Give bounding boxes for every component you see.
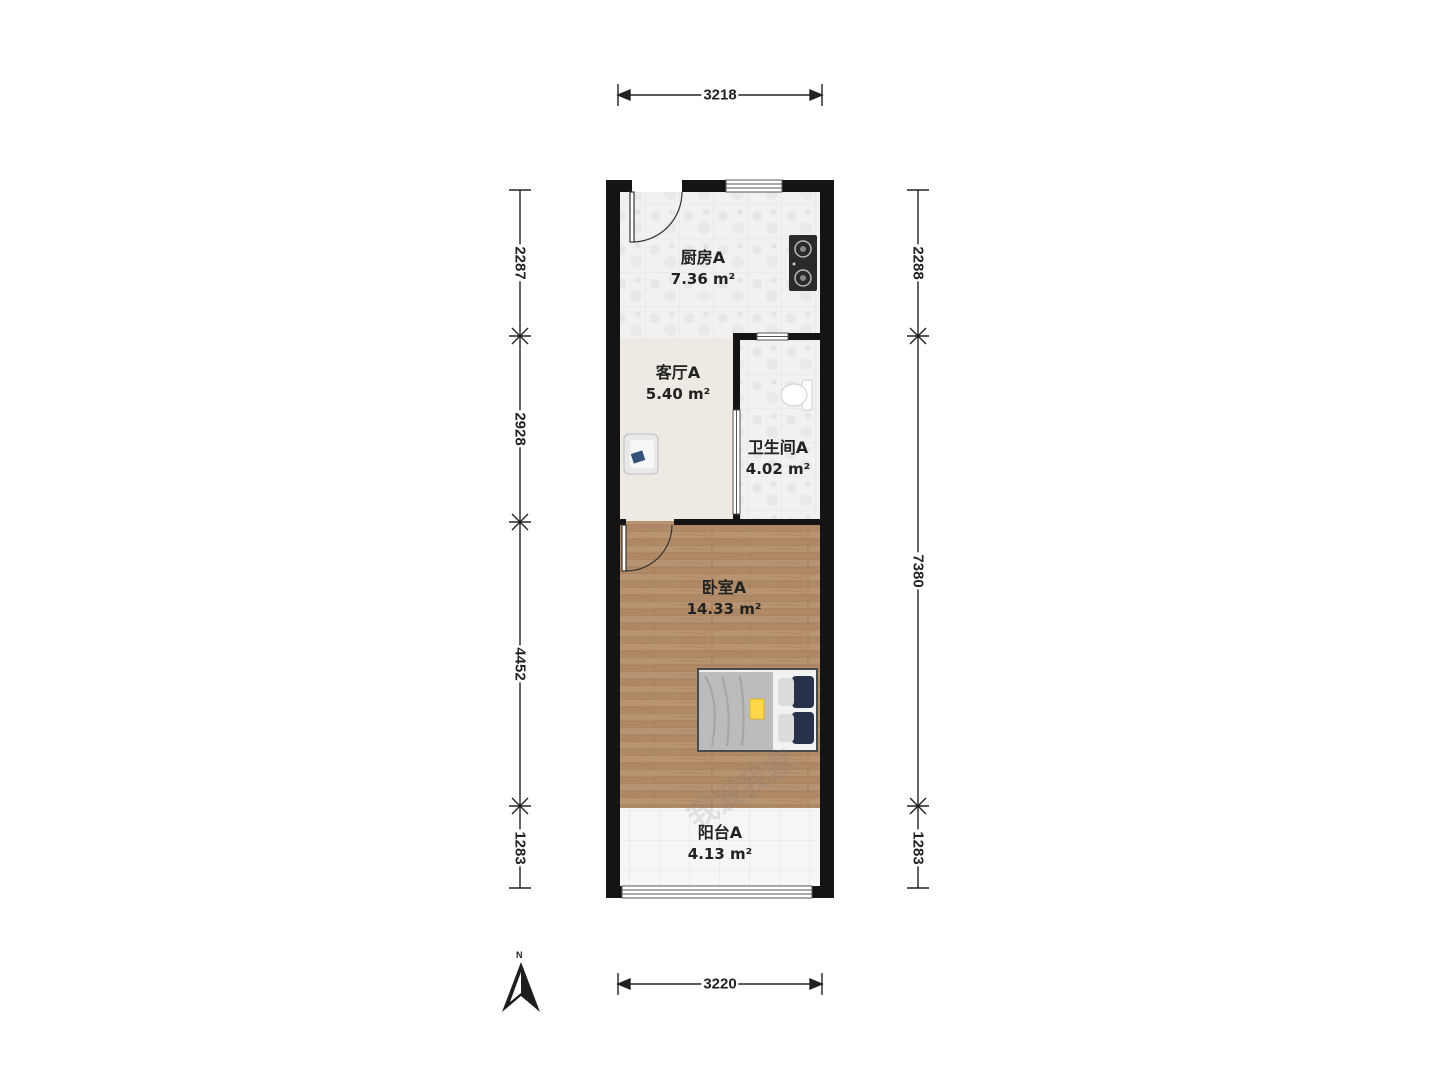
room-area: 4.02 m² — [745, 459, 811, 478]
kitchen-door — [629, 191, 683, 243]
room-area: 4.13 m² — [687, 844, 753, 863]
room-label-bathroom: 卫生间A 4.02 m² — [746, 437, 810, 479]
room-area: 14.33 m² — [686, 599, 762, 618]
room-name: 厨房A — [680, 248, 726, 267]
dimension-left-living: 2928 — [511, 410, 529, 448]
room-label-kitchen: 厨房A 7.36 m² — [671, 247, 735, 289]
compass-north-label: N — [516, 950, 523, 960]
room-name: 卫生间A — [747, 438, 809, 457]
living-floor — [620, 338, 734, 521]
room-area: 5.40 m² — [645, 384, 711, 403]
bathroom-sliding-door — [732, 409, 741, 515]
outer-walls — [606, 180, 834, 898]
room-name: 卧室A — [701, 578, 747, 597]
dimension-right-balcony: 1283 — [909, 829, 927, 867]
stove-icon — [789, 235, 817, 291]
compass-icon — [502, 962, 540, 1012]
dimension-bottom: 3220 — [701, 975, 739, 993]
room-area: 7.36 m² — [670, 269, 736, 288]
dimension-right-kitchen: 2288 — [909, 244, 927, 282]
dimension-left-balcony: 1283 — [511, 829, 529, 867]
room-name: 客厅A — [655, 363, 701, 382]
dimension-left-kitchen: 2287 — [511, 244, 529, 282]
bed-icon — [697, 668, 818, 752]
dimension-top: 3218 — [701, 86, 739, 104]
room-label-bedroom: 卧室A 14.33 m² — [687, 577, 762, 619]
balcony-window — [621, 885, 813, 899]
room-label-balcony: 阳台A 4.13 m² — [688, 822, 752, 864]
armchair-icon — [623, 433, 659, 475]
right-dimension-line — [907, 189, 929, 889]
toilet-icon — [780, 379, 813, 411]
dimension-right-middle: 7380 — [909, 552, 927, 590]
room-label-living: 客厅A 5.40 m² — [646, 362, 710, 404]
left-dimension-line — [509, 189, 531, 889]
bedroom-floor — [620, 521, 820, 808]
top-window — [725, 179, 783, 193]
bedroom-door — [621, 524, 673, 572]
bathroom-window — [756, 332, 789, 341]
dimension-left-bedroom: 4452 — [511, 645, 529, 683]
bathroom-floor — [738, 338, 820, 521]
room-name: 阳台A — [697, 823, 743, 842]
balcony-floor — [620, 808, 820, 888]
